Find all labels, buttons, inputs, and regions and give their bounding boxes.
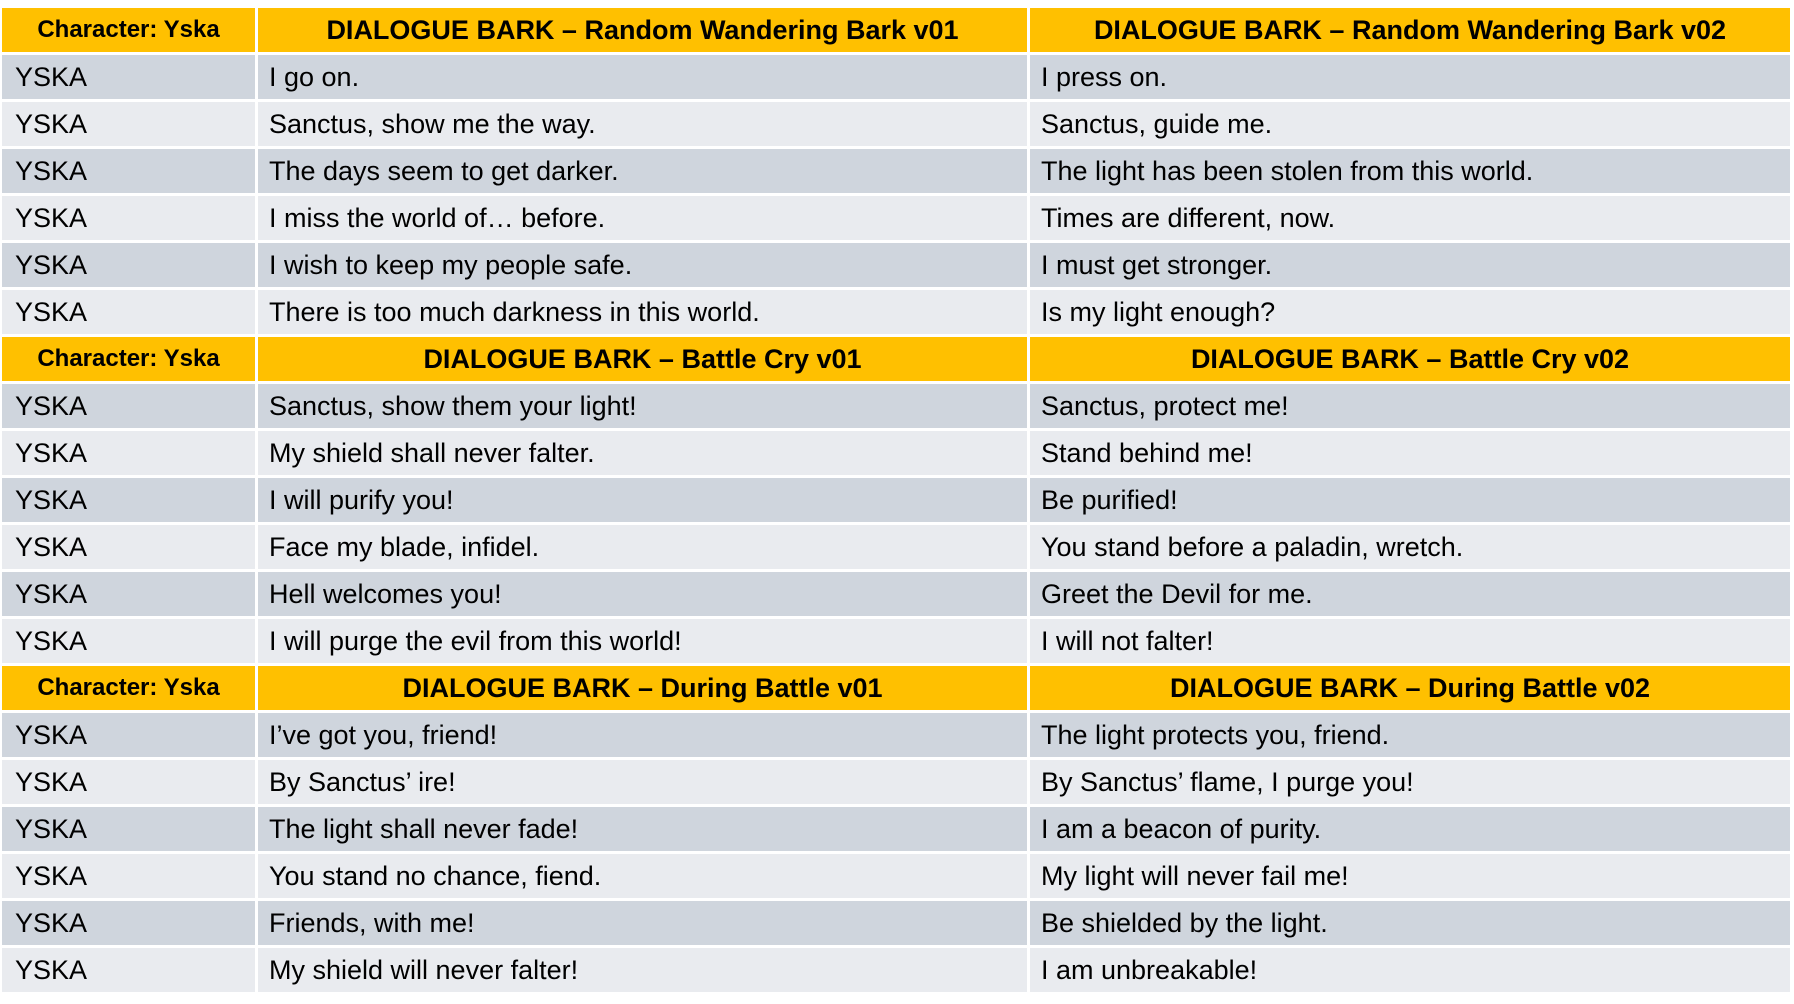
table-row: YSKA I go on. I press on. [2,52,1790,99]
bark-v01-cell: I will purge the evil from this world! [255,619,1027,663]
bark-v01-cell: My shield shall never falter. [255,431,1027,475]
bark-v02-cell: You stand before a paladin, wretch. [1027,525,1790,569]
character-cell: YSKA [2,807,255,851]
header-v01-cell: DIALOGUE BARK – During Battle v01 [255,666,1027,710]
bark-v01-cell: You stand no chance, fiend. [255,854,1027,898]
bark-v02-cell: I am a beacon of purity. [1027,807,1790,851]
table-row: YSKA I wish to keep my people safe. I mu… [2,240,1790,287]
table-row: YSKA I will purify you! Be purified! [2,475,1790,522]
dialogue-bark-table: Character: Yska DIALOGUE BARK – Random W… [2,8,1790,992]
bark-v01-cell: I go on. [255,55,1027,99]
bark-v02-cell: Greet the Devil for me. [1027,572,1790,616]
bark-v02-cell: Sanctus, guide me. [1027,102,1790,146]
bark-v01-cell: The light shall never fade! [255,807,1027,851]
table-row: YSKA The days seem to get darker. The li… [2,146,1790,193]
table-row: YSKA Face my blade, infidel. You stand b… [2,522,1790,569]
section-header-during-battle: Character: Yska DIALOGUE BARK – During B… [2,663,1790,710]
bark-v02-cell: I must get stronger. [1027,243,1790,287]
header-v02-cell: DIALOGUE BARK – During Battle v02 [1027,666,1790,710]
character-cell: YSKA [2,854,255,898]
bark-v02-cell: My light will never fail me! [1027,854,1790,898]
header-v01-cell: DIALOGUE BARK – Random Wandering Bark v0… [255,8,1027,52]
header-v02-cell: DIALOGUE BARK – Battle Cry v02 [1027,337,1790,381]
header-character-cell: Character: Yska [2,337,255,381]
header-character-cell: Character: Yska [2,8,255,52]
header-character-cell: Character: Yska [2,666,255,710]
character-cell: YSKA [2,55,255,99]
table-row: YSKA I miss the world of… before. Times … [2,193,1790,240]
header-v01-cell: DIALOGUE BARK – Battle Cry v01 [255,337,1027,381]
bark-v01-cell: I miss the world of… before. [255,196,1027,240]
bark-v02-cell: Be purified! [1027,478,1790,522]
bark-v02-cell: Be shielded by the light. [1027,901,1790,945]
character-cell: YSKA [2,384,255,428]
header-v02-cell: DIALOGUE BARK – Random Wandering Bark v0… [1027,8,1790,52]
character-cell: YSKA [2,149,255,193]
bark-v02-cell: Stand behind me! [1027,431,1790,475]
table-row: YSKA Sanctus, show me the way. Sanctus, … [2,99,1790,146]
bark-v01-cell: Sanctus, show them your light! [255,384,1027,428]
table-row: YSKA By Sanctus’ ire! By Sanctus’ flame,… [2,757,1790,804]
table-row: YSKA Hell welcomes you! Greet the Devil … [2,569,1790,616]
bark-v02-cell: The light has been stolen from this worl… [1027,149,1790,193]
bark-v01-cell: I will purify you! [255,478,1027,522]
character-cell: YSKA [2,196,255,240]
table-row: YSKA My shield shall never falter. Stand… [2,428,1790,475]
table-row: YSKA There is too much darkness in this … [2,287,1790,334]
bark-v01-cell: I’ve got you, friend! [255,713,1027,757]
table-row: YSKA I will purge the evil from this wor… [2,616,1790,663]
character-cell: YSKA [2,102,255,146]
character-cell: YSKA [2,760,255,804]
bark-v01-cell: Face my blade, infidel. [255,525,1027,569]
table-row: YSKA Sanctus, show them your light! Sanc… [2,381,1790,428]
table-row: YSKA I’ve got you, friend! The light pro… [2,710,1790,757]
table-row: YSKA My shield will never falter! I am u… [2,945,1790,992]
bark-v01-cell: Sanctus, show me the way. [255,102,1027,146]
bark-v01-cell: I wish to keep my people safe. [255,243,1027,287]
table-row: YSKA Friends, with me! Be shielded by th… [2,898,1790,945]
character-cell: YSKA [2,431,255,475]
bark-v01-cell: The days seem to get darker. [255,149,1027,193]
character-cell: YSKA [2,243,255,287]
bark-v02-cell: Sanctus, protect me! [1027,384,1790,428]
table-row: YSKA The light shall never fade! I am a … [2,804,1790,851]
bark-v01-cell: Friends, with me! [255,901,1027,945]
bark-v01-cell: My shield will never falter! [255,948,1027,992]
character-cell: YSKA [2,572,255,616]
bark-v01-cell: There is too much darkness in this world… [255,290,1027,334]
section-header-random-wandering-bark: Character: Yska DIALOGUE BARK – Random W… [2,8,1790,52]
section-header-battle-cry: Character: Yska DIALOGUE BARK – Battle C… [2,334,1790,381]
bark-v02-cell: I press on. [1027,55,1790,99]
bark-v02-cell: I will not falter! [1027,619,1790,663]
bark-v02-cell: By Sanctus’ flame, I purge you! [1027,760,1790,804]
character-cell: YSKA [2,478,255,522]
character-cell: YSKA [2,948,255,992]
character-cell: YSKA [2,290,255,334]
table-row: YSKA You stand no chance, fiend. My ligh… [2,851,1790,898]
bark-v01-cell: By Sanctus’ ire! [255,760,1027,804]
bark-v02-cell: The light protects you, friend. [1027,713,1790,757]
character-cell: YSKA [2,901,255,945]
character-cell: YSKA [2,713,255,757]
bark-v02-cell: I am unbreakable! [1027,948,1790,992]
character-cell: YSKA [2,619,255,663]
bark-v02-cell: Is my light enough? [1027,290,1790,334]
bark-v01-cell: Hell welcomes you! [255,572,1027,616]
bark-v02-cell: Times are different, now. [1027,196,1790,240]
character-cell: YSKA [2,525,255,569]
